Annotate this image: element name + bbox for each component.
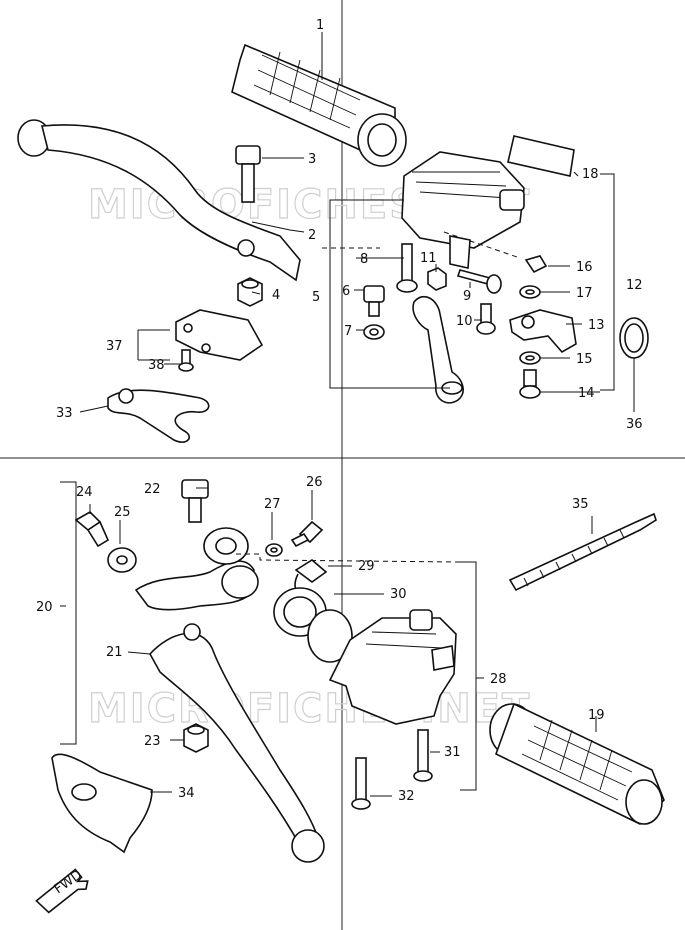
- lever-13-part: [509, 309, 577, 354]
- left-switch-housing-part: [401, 151, 525, 269]
- callout-8: 8: [360, 252, 368, 267]
- callout-35: 35: [572, 497, 589, 512]
- nut-11-part: [427, 267, 447, 291]
- callout-28: 28: [490, 672, 507, 687]
- cable-tie-35-part: [508, 512, 657, 592]
- washer-17-part: [519, 285, 541, 299]
- lever-cover-34-part: [51, 753, 153, 854]
- screw-32-part: [351, 757, 371, 810]
- callout-9: 9: [463, 289, 471, 304]
- ring-30-part: [273, 587, 353, 663]
- clutch-lever-part: [149, 623, 325, 863]
- callout-37: 37: [106, 339, 123, 354]
- callout-33: 33: [56, 406, 73, 421]
- callout-18: 18: [582, 167, 599, 182]
- callout-38: 38: [148, 358, 165, 373]
- callout-36: 36: [626, 417, 643, 432]
- callout-21: 21: [106, 645, 123, 660]
- pivot-bolt-part: [235, 145, 261, 203]
- screw-31-part: [413, 729, 433, 782]
- callout-6: 6: [342, 284, 350, 299]
- right-grip-part: [231, 43, 407, 167]
- label-sticker-part: [507, 135, 575, 177]
- bolt-14-part: [519, 369, 541, 399]
- washer-7-part: [363, 324, 385, 340]
- adjuster-nut-25-part: [107, 547, 137, 573]
- callout-24: 24: [76, 485, 93, 500]
- choke-lever-part: [412, 296, 464, 404]
- callout-19: 19: [588, 708, 605, 723]
- callout-16: 16: [576, 260, 593, 275]
- callout-11: 11: [420, 251, 437, 266]
- callout-15: 15: [576, 352, 593, 367]
- callout-4: 4: [272, 288, 280, 303]
- watermark-bottom: MICROFICHES.NET: [88, 686, 531, 732]
- callout-25: 25: [114, 505, 131, 520]
- callout-31: 31: [444, 745, 461, 760]
- callout-7: 7: [344, 324, 352, 339]
- bolt-10-part: [476, 303, 496, 335]
- lever-nut-part: [237, 277, 263, 307]
- lever-nut-23-part: [183, 723, 209, 753]
- clip-16-part: [524, 255, 548, 274]
- callout-26: 26: [306, 475, 323, 490]
- callout-14: 14: [578, 386, 595, 401]
- lever-bracket-part: [107, 388, 210, 443]
- callout-3: 3: [308, 152, 316, 167]
- callout-17: 17: [576, 286, 593, 301]
- bolt-26-part: [290, 520, 324, 548]
- clutch-lever-holder-part: [134, 527, 259, 611]
- fwd-arrow-icon: FWD: [35, 868, 89, 914]
- callout-22: 22: [144, 482, 161, 497]
- callout-32: 32: [398, 789, 415, 804]
- callout-23: 23: [144, 734, 161, 749]
- washer-27-part: [265, 543, 283, 557]
- o-ring-36-part: [619, 317, 649, 359]
- callout-27: 27: [264, 497, 281, 512]
- washer-15-part: [519, 351, 541, 365]
- callout-34: 34: [178, 786, 195, 801]
- screw-9-part: [456, 269, 502, 294]
- adjuster-bolt-24-part: [74, 511, 110, 548]
- callout-1: 1: [316, 18, 324, 33]
- left-grip-19-part: [489, 702, 665, 825]
- callout-29: 29: [358, 559, 375, 574]
- brake-lever-part: [17, 119, 301, 282]
- leader-lines: [60, 32, 635, 797]
- switch-screw-part: [178, 349, 194, 372]
- callout-30: 30: [390, 587, 407, 602]
- callout-12: 12: [626, 278, 643, 293]
- callout-20: 20: [36, 600, 53, 615]
- callout-2: 2: [308, 228, 316, 243]
- callout-5: 5: [312, 290, 320, 305]
- callout-13: 13: [588, 318, 605, 333]
- bolt-6-part: [363, 285, 385, 317]
- callout-10: 10: [456, 314, 473, 329]
- brake-switch-part: [175, 309, 264, 361]
- right-switch-housing-28-part: [328, 609, 457, 725]
- housing-screw-8-part: [396, 243, 418, 293]
- pivot-bolt-22-part: [181, 479, 209, 523]
